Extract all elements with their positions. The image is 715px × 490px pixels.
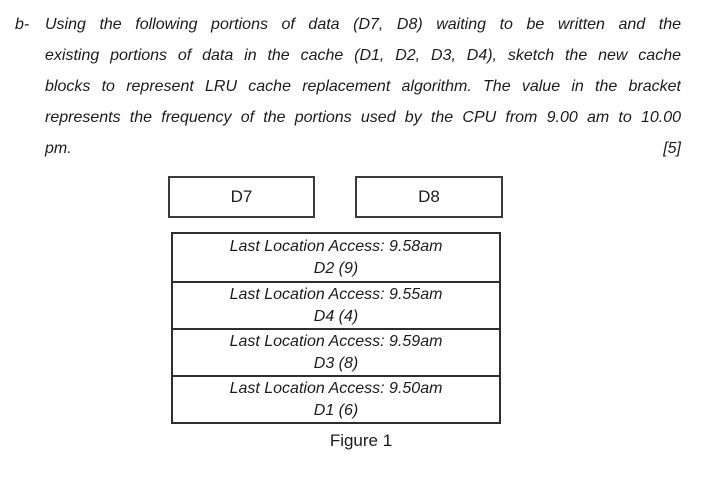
question-line: existing portions of data in the cache (… [45,47,681,64]
question-part-label: b- [15,16,30,33]
cache-row-data-entry: D4 (4) [313,307,359,325]
cache-block-row: Last Location Access: 9.59am D3 (8) [173,328,499,375]
cache-row-access-time: Last Location Access: 9.55am [229,285,443,303]
cache-row-access-time: Last Location Access: 9.50am [229,379,443,397]
cache-row-data-entry: D2 (9) [313,259,359,277]
cache-row-access-time: Last Location Access: 9.59am [229,332,443,350]
question-line: Using the following portions of data (D7… [45,16,681,33]
pending-data-box-d7: D7 [168,176,315,218]
pending-data-label: D8 [418,187,440,206]
question-line-end: pm. [45,140,72,157]
question-text: Using the following portions of data (D7… [45,9,681,164]
pending-data-box-d8: D8 [355,176,503,218]
question-line: blocks to represent LRU cache replacemen… [45,78,681,95]
pending-data-label: D7 [230,187,253,206]
cache-blocks-table: Last Location Access: 9.58am D2 (9) Last… [171,232,501,424]
cache-block-row: Last Location Access: 9.50am D1 (6) [173,375,499,422]
cache-row-access-time: Last Location Access: 9.58am [229,237,443,255]
cache-row-data-entry: D1 (6) [313,401,359,419]
marks-badge: [5] [663,140,681,157]
question-last-line: pm. [5] [45,133,681,164]
question-paragraph: b- Using the following portions of data … [15,9,681,164]
cache-row-data-entry: D3 (8) [313,354,359,372]
cache-block-row: Last Location Access: 9.58am D2 (9) [173,234,499,281]
figure-caption: Figure 1 [329,431,393,450]
question-line: represents the frequency of the portions… [45,109,681,126]
cache-block-row: Last Location Access: 9.55am D4 (4) [173,281,499,328]
